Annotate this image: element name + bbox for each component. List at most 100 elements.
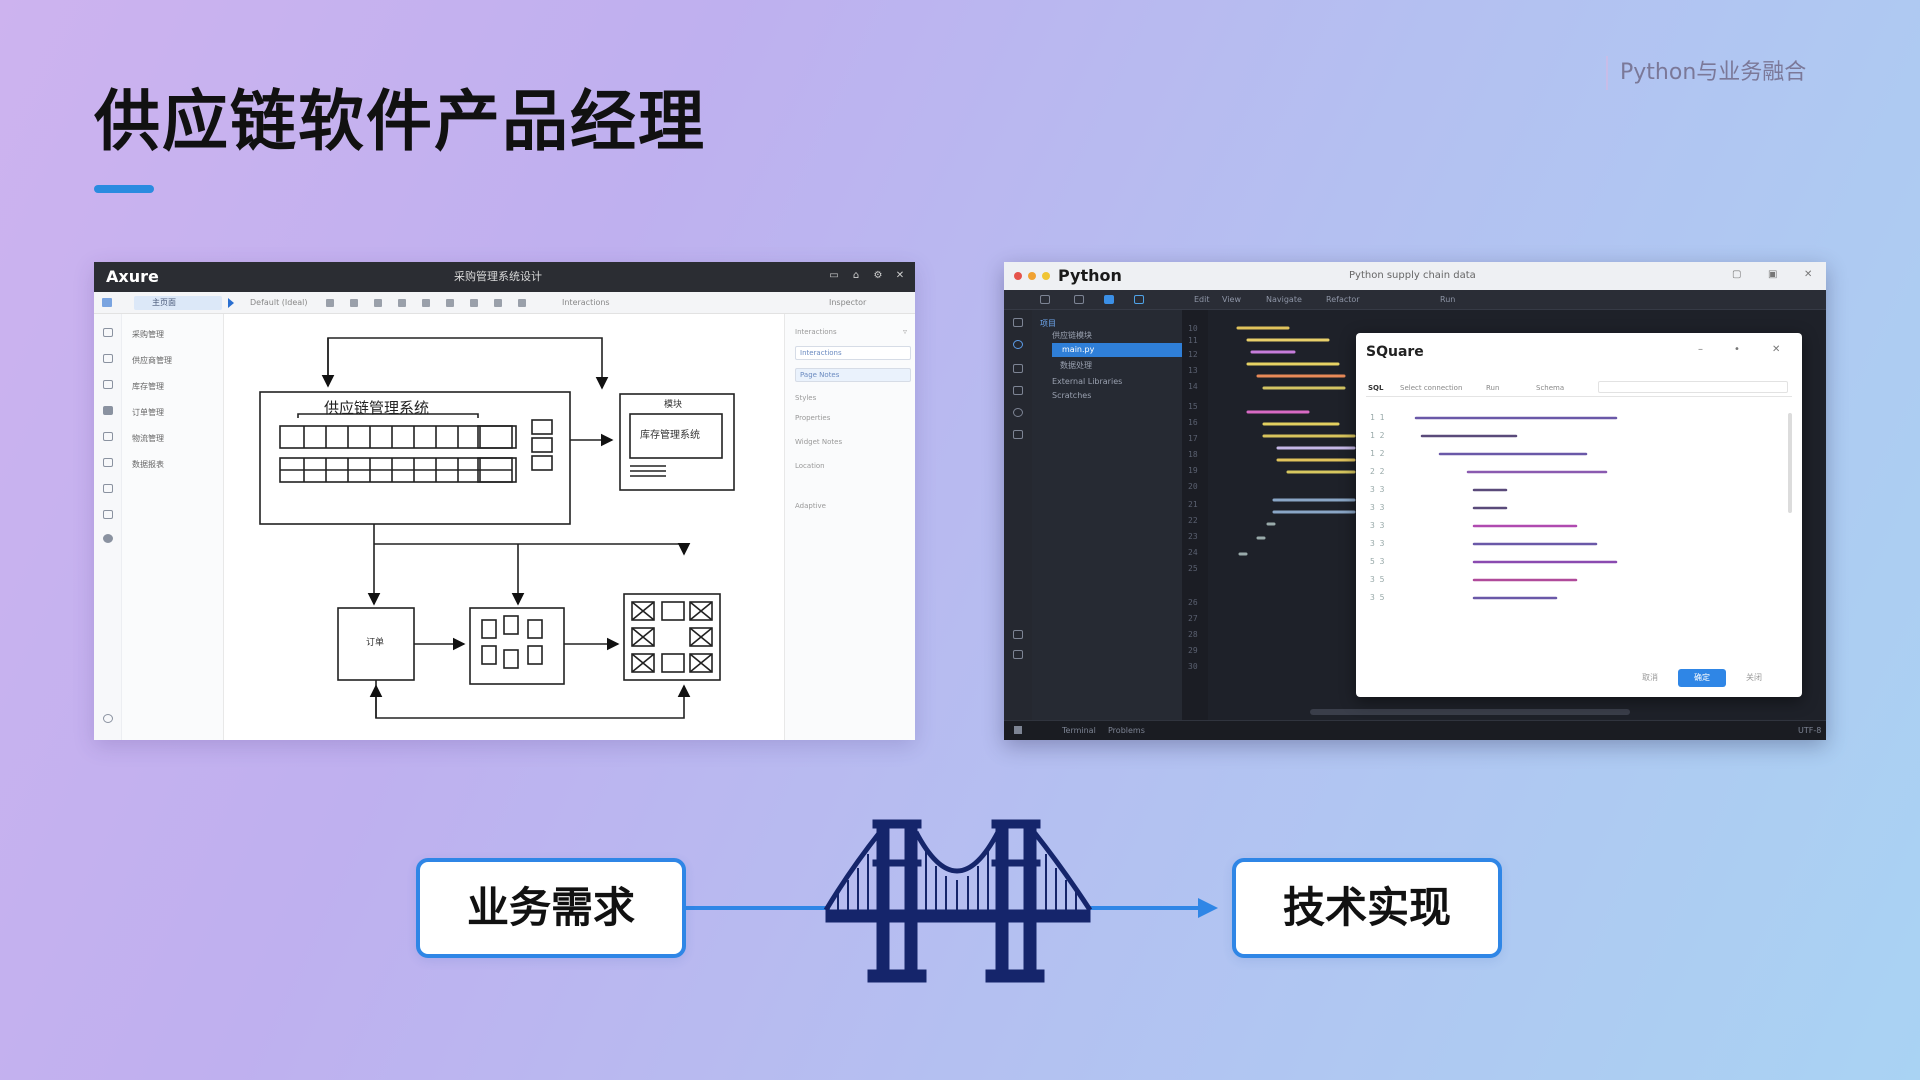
save-icon[interactable] bbox=[1074, 295, 1084, 304]
dialog-toolbar: SQL Select connection Run Schema bbox=[1366, 379, 1792, 397]
confirm-button[interactable]: 确定 bbox=[1678, 669, 1726, 687]
connection-selector[interactable]: Select connection bbox=[1400, 384, 1463, 392]
crop-icon[interactable] bbox=[398, 299, 406, 307]
page-item[interactable]: 物流管理 bbox=[132, 434, 164, 443]
minimize-icon[interactable]: ▢ bbox=[1732, 269, 1742, 280]
project-icon[interactable] bbox=[1013, 318, 1023, 327]
minimize-dot-icon[interactable] bbox=[1028, 272, 1036, 280]
git-icon[interactable] bbox=[1013, 408, 1023, 417]
diagram-order-label: 订单 bbox=[366, 638, 385, 648]
globe-icon[interactable] bbox=[103, 534, 113, 543]
filter-icon[interactable]: ▿ bbox=[903, 327, 908, 336]
page-item[interactable]: 数据报表 bbox=[132, 460, 164, 469]
close-icon[interactable]: ✕ bbox=[895, 270, 905, 281]
title-accent-bar bbox=[94, 185, 154, 193]
layout-icon[interactable] bbox=[1014, 726, 1022, 734]
pointer-icon[interactable] bbox=[228, 298, 234, 308]
horizontal-scrollbar[interactable] bbox=[1310, 709, 1630, 715]
close-icon[interactable]: ✕ bbox=[1804, 269, 1813, 280]
bridge-icon bbox=[823, 819, 1093, 983]
encoding-indicator[interactable]: UTF-8 bbox=[1798, 726, 1822, 735]
packages-icon[interactable] bbox=[1013, 430, 1023, 439]
terminal-tab[interactable]: Terminal bbox=[1062, 726, 1096, 735]
table-icon[interactable] bbox=[103, 510, 113, 519]
location-section[interactable]: Location bbox=[795, 462, 825, 470]
tree-item[interactable]: External Libraries bbox=[1052, 377, 1123, 386]
page-item[interactable]: 供应商管理 bbox=[132, 356, 172, 365]
menu-refactor[interactable]: Refactor bbox=[1326, 295, 1360, 304]
style-dropdown[interactable]: Default (Ideal) bbox=[250, 298, 308, 307]
terminal-icon[interactable] bbox=[1013, 650, 1023, 659]
styles-section[interactable]: Styles bbox=[795, 394, 817, 402]
dialog-minimize-icon[interactable]: – bbox=[1698, 344, 1703, 355]
tree-item[interactable]: Scratches bbox=[1052, 391, 1092, 400]
run-icon[interactable] bbox=[1104, 295, 1114, 304]
layers-icon[interactable] bbox=[103, 484, 113, 493]
schema-dropdown[interactable] bbox=[1598, 381, 1788, 393]
sql-label[interactable]: SQL bbox=[1368, 384, 1384, 392]
minimize-icon[interactable]: ▭ bbox=[829, 270, 839, 281]
align-icon[interactable] bbox=[446, 299, 454, 307]
pen-icon[interactable] bbox=[326, 299, 334, 307]
bridge-connector bbox=[686, 819, 1218, 983]
axure-window: Axure 采购管理系统设计 ▭ ⌂ ⚙ ✕ 主页面 Default (Idea… bbox=[94, 262, 915, 740]
run-query-button[interactable]: Run bbox=[1486, 384, 1500, 392]
restore-icon[interactable]: ⌂ bbox=[852, 270, 860, 281]
interactions-field[interactable]: Interactions bbox=[795, 346, 911, 360]
schema-selector[interactable]: Schema bbox=[1536, 384, 1565, 392]
open-icon[interactable] bbox=[1040, 295, 1050, 304]
menu-view[interactable]: View bbox=[1222, 295, 1241, 304]
menu-navigate[interactable]: Navigate bbox=[1266, 295, 1302, 304]
page-item[interactable]: 订单管理 bbox=[132, 408, 164, 417]
header-tag: Python与业务融合 bbox=[1606, 56, 1806, 90]
dialog-close-icon[interactable]: ✕ bbox=[1772, 344, 1781, 355]
library-icon[interactable] bbox=[103, 380, 113, 389]
database-icon[interactable] bbox=[1013, 386, 1023, 395]
maximize-icon[interactable]: ▣ bbox=[1768, 269, 1778, 280]
widget-notes-section[interactable]: Widget Notes bbox=[795, 438, 843, 446]
close-button[interactable]: 关闭 bbox=[1746, 673, 1762, 682]
dialog-pin-icon[interactable]: • bbox=[1734, 344, 1740, 355]
close-dot-icon[interactable] bbox=[1014, 272, 1022, 280]
notes-icon[interactable] bbox=[103, 458, 113, 467]
image-icon[interactable] bbox=[494, 299, 502, 307]
page-dropdown[interactable]: 主页面 bbox=[134, 296, 222, 310]
home-icon[interactable] bbox=[102, 298, 112, 307]
page-notes-field[interactable]: Page Notes bbox=[795, 368, 911, 382]
menu-run[interactable]: Run bbox=[1440, 295, 1456, 304]
tree-root[interactable]: 项目 bbox=[1040, 319, 1056, 328]
distribute-icon[interactable] bbox=[470, 299, 478, 307]
problems-tab[interactable]: Problems bbox=[1108, 726, 1145, 735]
business-requirement-box: 业务需求 bbox=[416, 858, 686, 958]
text-icon[interactable] bbox=[350, 299, 358, 307]
structure-icon[interactable] bbox=[1013, 340, 1023, 349]
components-icon[interactable] bbox=[103, 432, 113, 441]
tree-item[interactable]: 供应链模块 bbox=[1052, 331, 1092, 340]
link-icon[interactable] bbox=[518, 299, 526, 307]
cancel-button[interactable]: 取消 bbox=[1642, 673, 1658, 682]
debug-icon[interactable] bbox=[1134, 295, 1144, 304]
bookmarks-icon[interactable] bbox=[1013, 364, 1023, 373]
adaptive-section[interactable]: Adaptive bbox=[795, 502, 826, 510]
help-icon[interactable] bbox=[103, 714, 113, 723]
tree-item-selected[interactable]: main.py bbox=[1052, 343, 1182, 357]
tree-item[interactable]: 数据处理 bbox=[1060, 361, 1092, 370]
properties-section[interactable]: Properties bbox=[795, 414, 831, 422]
interactions-tab[interactable]: Interactions bbox=[562, 298, 610, 307]
dialog-code-lines bbox=[1414, 416, 1618, 600]
group-icon[interactable] bbox=[422, 299, 430, 307]
inspector-tab[interactable]: Inspector bbox=[829, 298, 867, 307]
pages-icon[interactable] bbox=[103, 328, 113, 337]
page-item[interactable]: 库存管理 bbox=[132, 382, 164, 391]
settings-icon[interactable]: ⚙ bbox=[873, 270, 883, 281]
shape-icon[interactable] bbox=[374, 299, 382, 307]
outline-icon[interactable] bbox=[103, 354, 113, 363]
menu-edit[interactable]: Edit bbox=[1194, 295, 1210, 304]
axure-canvas[interactable]: 供应链管理系统 模块 库存管理系统 订单 bbox=[224, 314, 784, 740]
services-icon[interactable] bbox=[1013, 630, 1023, 639]
dialog-scrollbar[interactable] bbox=[1788, 413, 1792, 513]
masters-icon[interactable] bbox=[103, 406, 113, 415]
zoom-dot-icon[interactable] bbox=[1042, 272, 1050, 280]
page-item[interactable]: 采购管理 bbox=[132, 330, 164, 339]
